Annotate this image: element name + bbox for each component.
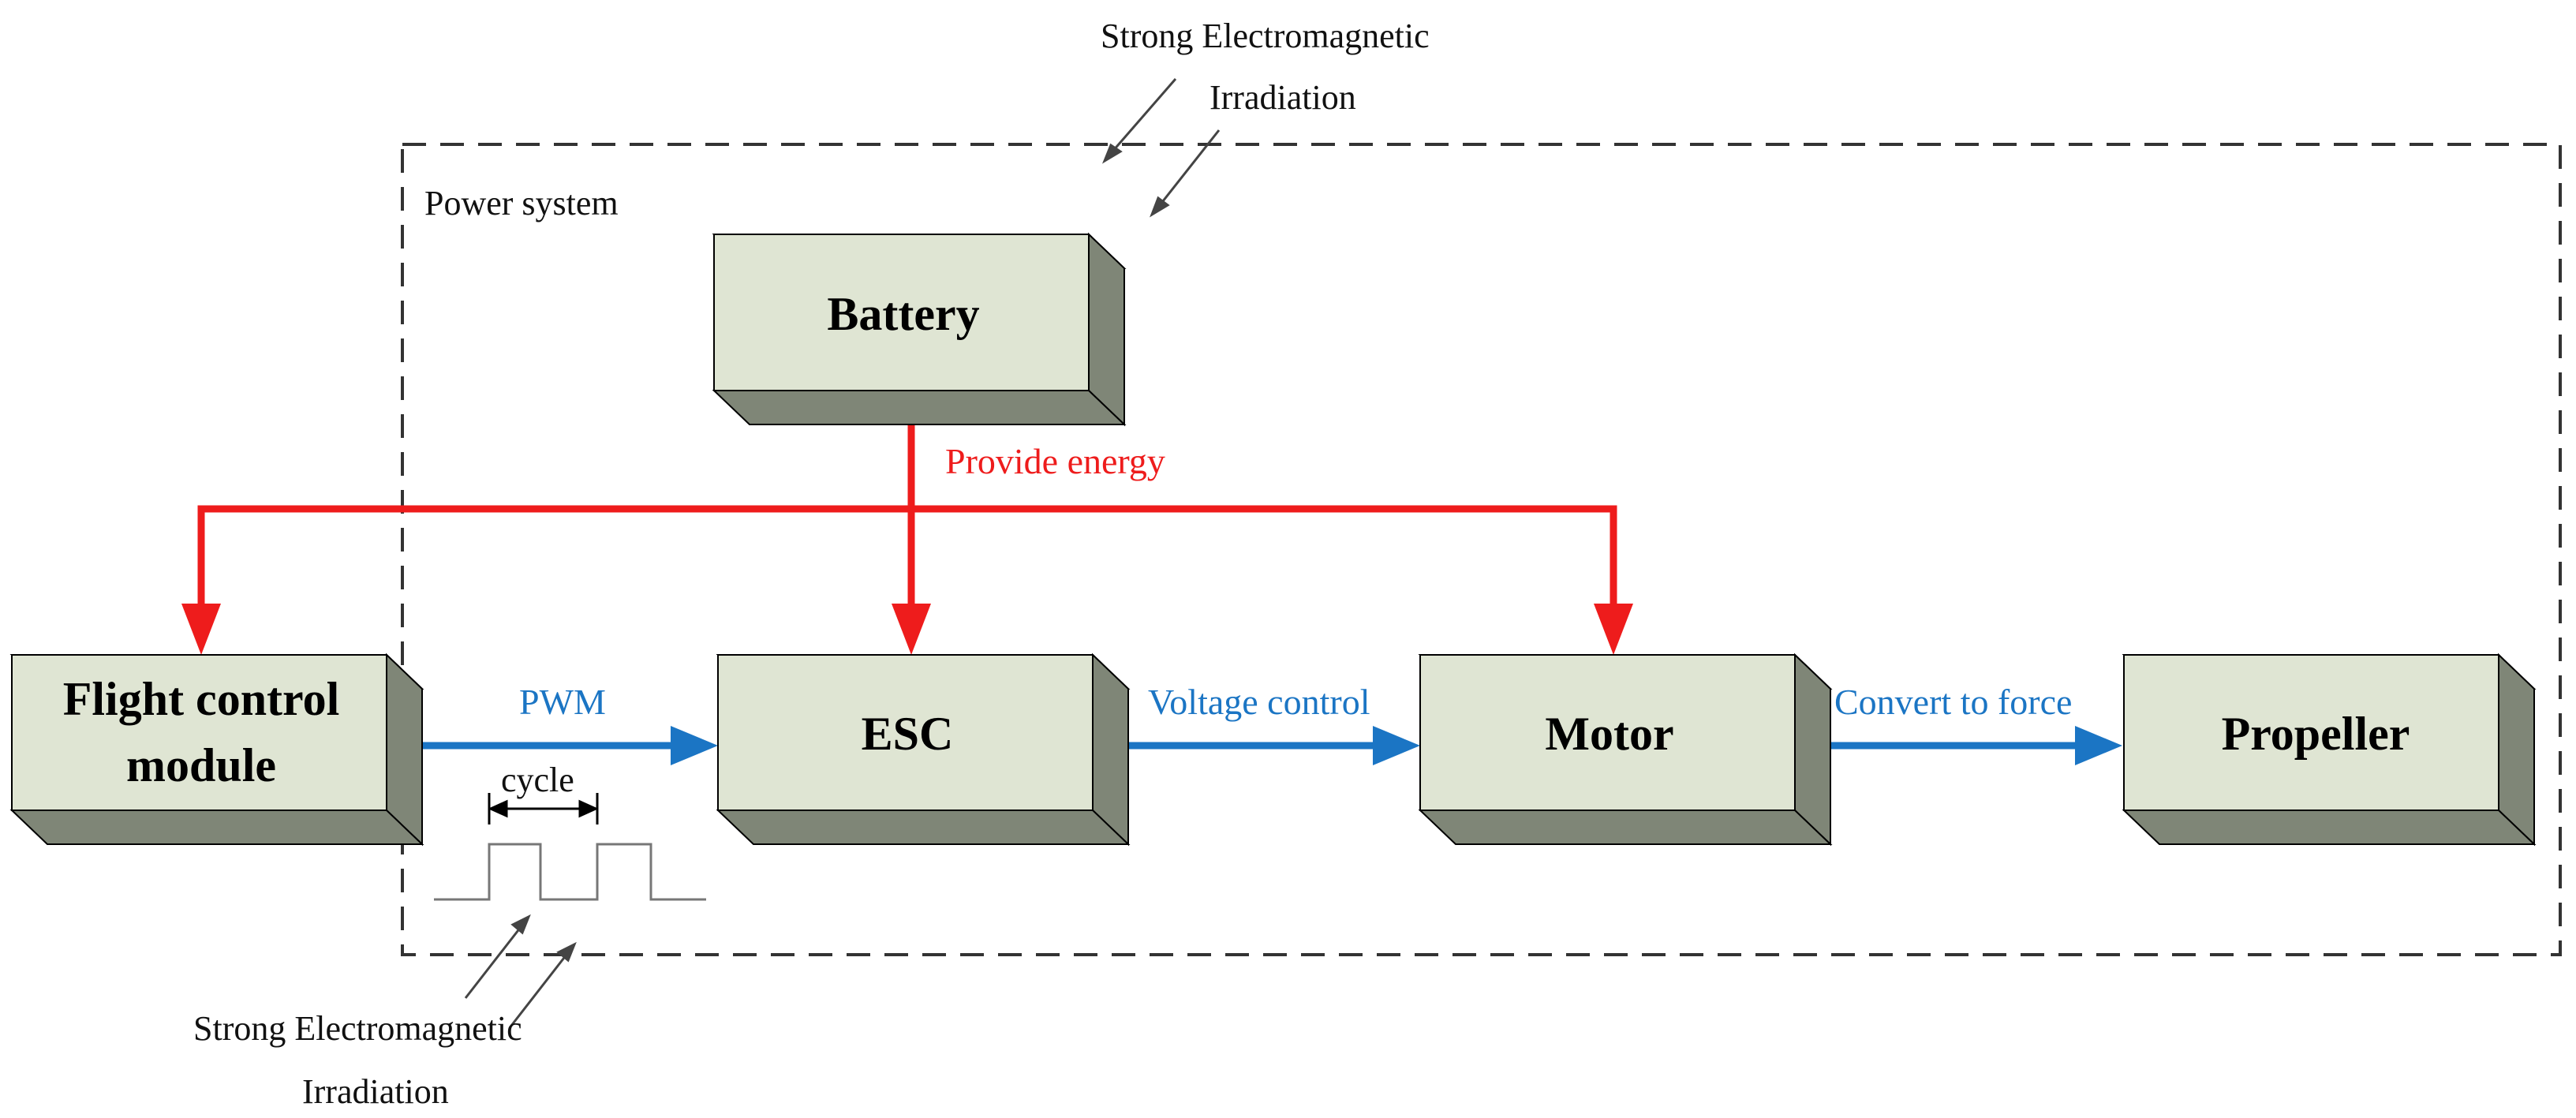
energy-arrow-flight-control <box>181 604 221 655</box>
energy-arrow-motor <box>1594 604 1633 655</box>
bottom-irradiation-arrow-1 <box>464 914 531 999</box>
battery-label: Battery <box>827 288 979 340</box>
cycle-dimension <box>488 793 599 824</box>
pwm-waveform <box>434 843 706 901</box>
flight-control-label-line1: Flight control <box>63 673 340 725</box>
force-arrowhead <box>2075 726 2122 765</box>
pwm-label: PWM <box>519 682 606 722</box>
energy-arrowheads <box>181 604 1633 655</box>
voltage-arrowhead <box>1373 726 1420 765</box>
provide-energy-label: Provide energy <box>945 441 1165 481</box>
energy-arrow-esc <box>892 604 931 655</box>
power-system-label: Power system <box>424 184 619 222</box>
top-irradiation-arrow-1 <box>1101 78 1177 164</box>
bottom-irradiation-label-line1: Strong Electromagnetic <box>193 1009 522 1048</box>
top-irradiation-label-line1: Strong Electromagnetic <box>1101 17 1430 55</box>
top-irradiation-arrow-2 <box>1150 129 1221 218</box>
bottom-irradiation-arrow-2 <box>510 941 577 1026</box>
convert-to-force-label: Convert to force <box>1834 682 2072 722</box>
motor-label: Motor <box>1545 708 1673 760</box>
top-irradiation-label-line2: Irradiation <box>1209 78 1356 117</box>
esc-block: ESC <box>716 652 1131 847</box>
voltage-control-label: Voltage control <box>1148 682 1370 722</box>
propeller-label: Propeller <box>2222 708 2410 760</box>
signal-arrowheads <box>671 726 2122 765</box>
esc-label: ESC <box>862 708 954 760</box>
cycle-label: cycle <box>501 761 574 799</box>
flight-control-label-line2: module <box>126 739 276 791</box>
energy-distribution <box>197 420 1617 608</box>
propeller-block: Propeller <box>2122 652 2537 847</box>
flight-control-block: Flight control module <box>9 652 424 847</box>
battery-block: Battery <box>712 232 1127 427</box>
bottom-irradiation-label-line2: Irradiation <box>302 1072 449 1111</box>
motor-block: Motor <box>1418 652 1833 847</box>
power-system-frame <box>401 143 2562 956</box>
pwm-arrowhead <box>671 726 718 765</box>
